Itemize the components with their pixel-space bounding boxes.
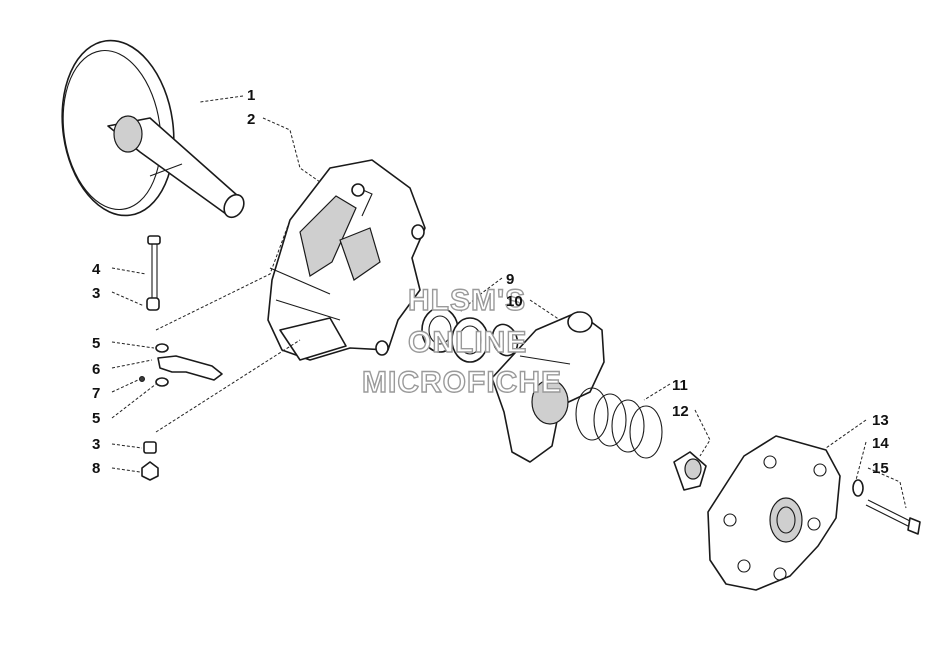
callout-7: 7 <box>92 385 100 402</box>
callout-6: 6 <box>92 361 100 378</box>
callout-3a: 3 <box>92 285 100 302</box>
callout-8: 8 <box>92 460 100 477</box>
watermark-line-2: ONLINE <box>408 326 527 359</box>
spring-part <box>575 387 663 459</box>
cover-plate-part <box>707 435 841 591</box>
callout-4: 4 <box>92 261 101 278</box>
roller-parts <box>421 307 519 363</box>
callout-13: 13 <box>872 412 889 429</box>
arm-hardware-parts <box>139 235 223 481</box>
callout-1: 1 <box>247 87 255 104</box>
spider-housing-part <box>267 159 426 361</box>
washer-bolt-parts <box>852 479 921 535</box>
callout-15: 15 <box>872 460 889 477</box>
callout-5b: 5 <box>92 410 100 427</box>
bushing-part <box>673 451 707 491</box>
watermark-line-1: HLSM'S <box>408 284 526 317</box>
callout-5a: 5 <box>92 335 100 352</box>
sheave-part <box>61 39 245 219</box>
callout-3b: 3 <box>92 436 100 453</box>
cover-casting-part <box>491 311 605 463</box>
callout-9: 9 <box>506 271 514 288</box>
callout-14: 14 <box>872 435 889 452</box>
callout-11: 11 <box>672 377 688 394</box>
leader-lines <box>111 95 907 509</box>
callout-10: 10 <box>506 293 523 310</box>
watermark-line-3: MICROFICHE <box>362 366 562 399</box>
callout-12: 12 <box>672 403 689 420</box>
callout-2: 2 <box>247 111 255 128</box>
